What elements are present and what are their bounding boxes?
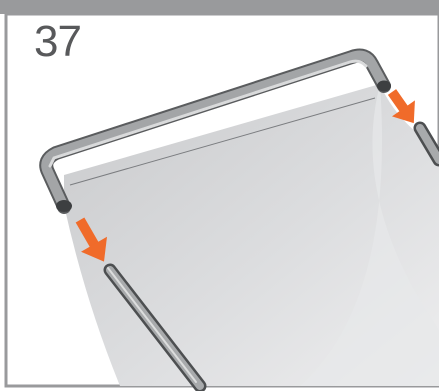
rod-end-left	[56, 200, 72, 212]
top-frame-bar	[0, 0, 439, 14]
step-number: 37	[34, 20, 81, 64]
rod-end-right	[377, 81, 391, 92]
